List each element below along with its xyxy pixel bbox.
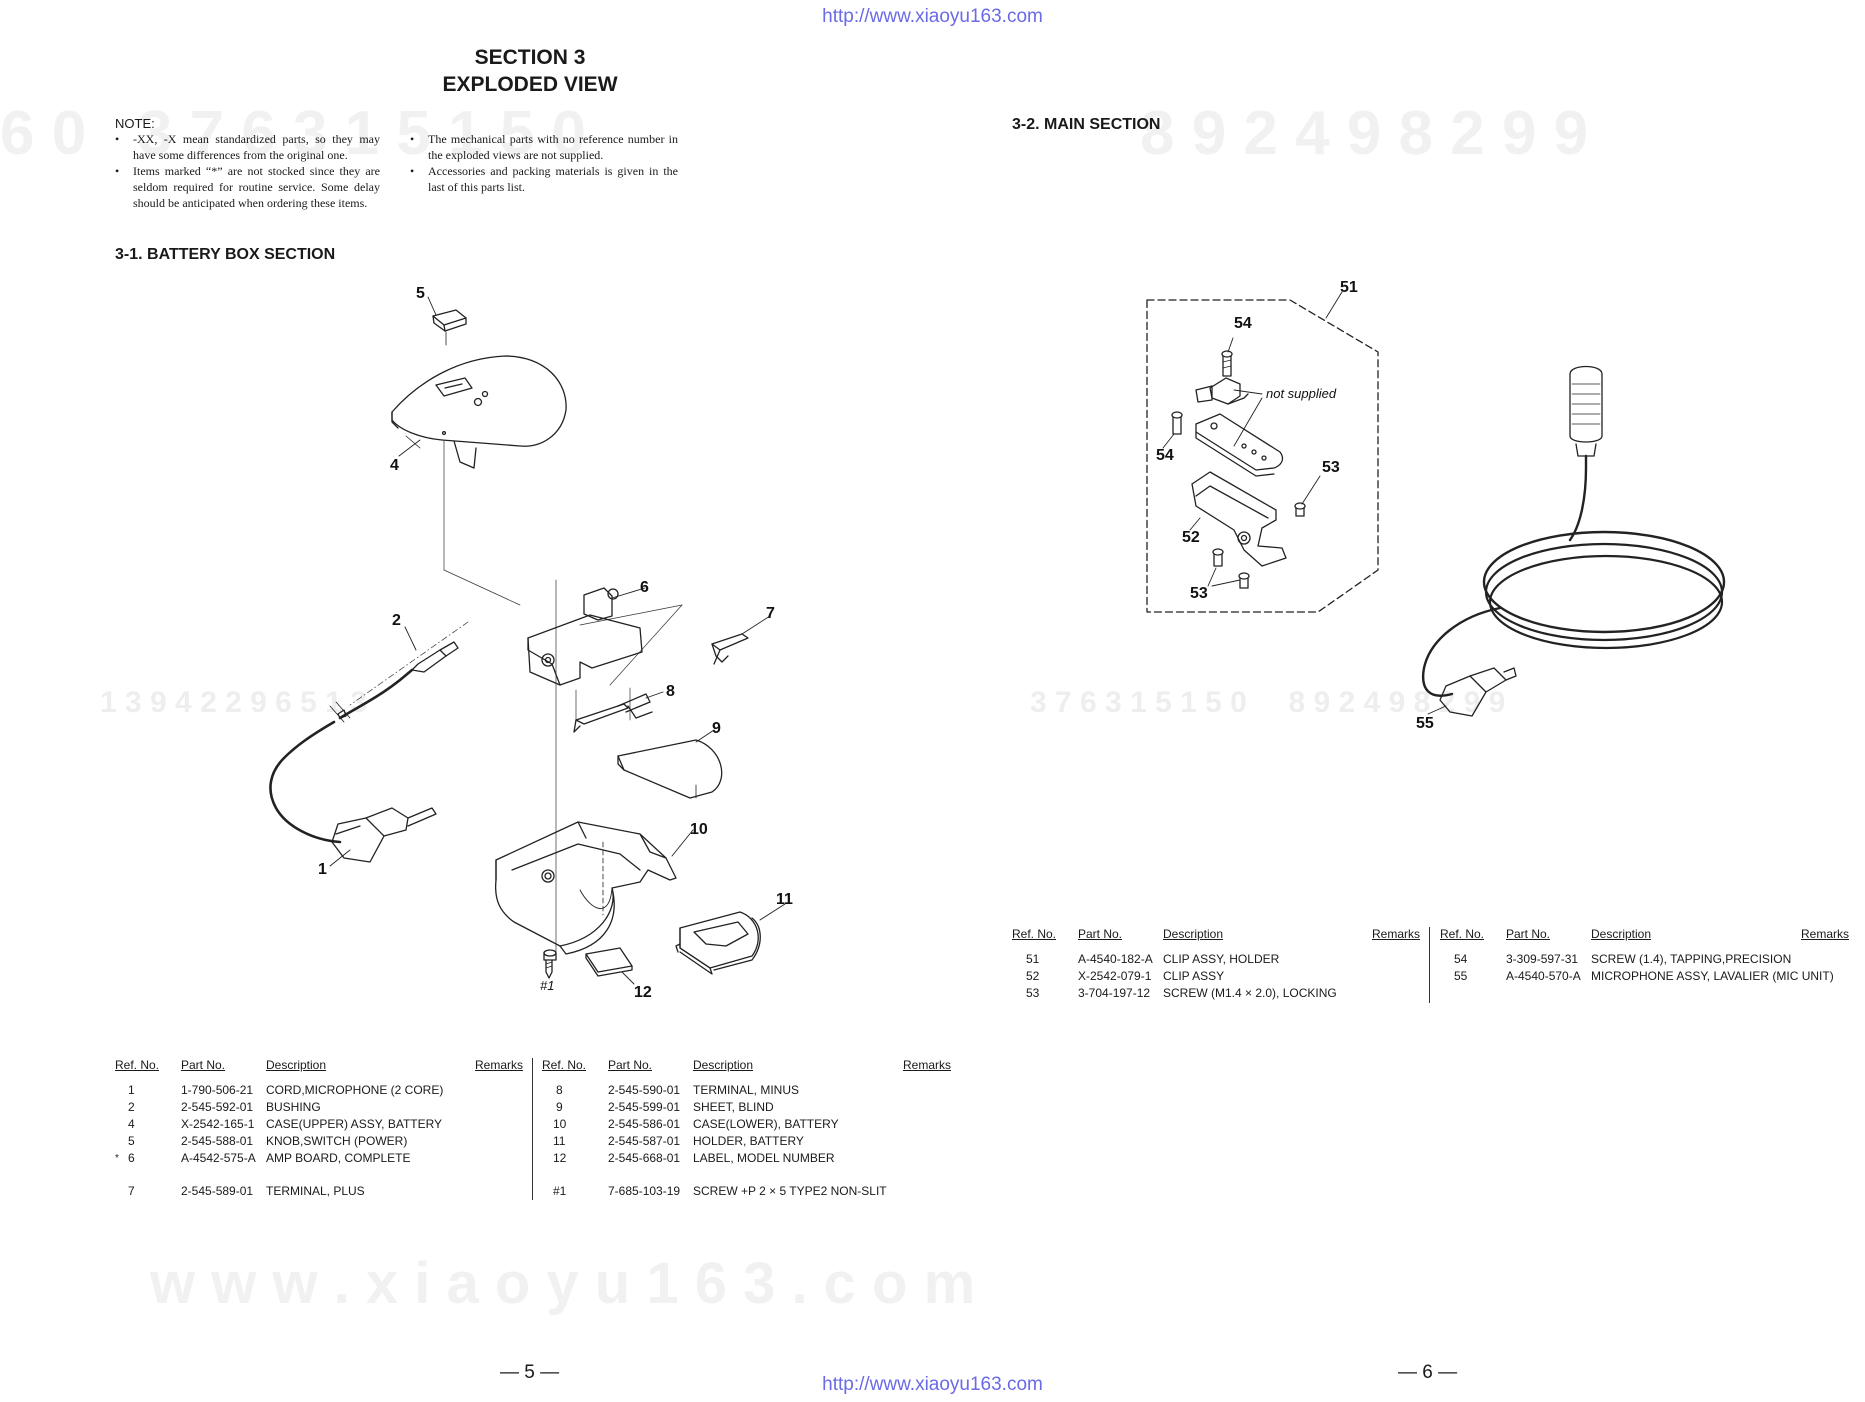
callout-12: 12 (634, 984, 652, 1001)
watermark-number-right: 8 9 2 4 9 8 2 9 9 (1140, 99, 1589, 168)
amp-board-drawing (527, 587, 643, 686)
note-item: The mechanical parts with no reference n… (410, 131, 678, 163)
note-column-1: -XX, -X mean standardized parts, so they… (115, 131, 380, 211)
lower-case-drawing (494, 821, 677, 955)
watermark-www: w w w . x i a o y u 1 6 3 . c o m (150, 1251, 976, 1316)
terminal-minus-drawing (573, 693, 653, 733)
callout-6: 6 (640, 579, 649, 596)
page-number-right: — 6 — (1398, 1362, 1458, 1383)
clip-assy-drawing (1191, 471, 1287, 567)
main-section-heading: 3-2. MAIN SECTION (1012, 116, 1161, 133)
battery-section-heading: 3-1. BATTERY BOX SECTION (115, 246, 336, 263)
watermark-mid-right: 3 7 6 3 1 5 1 5 0 8 9 2 4 9 8 2 9 9 (1030, 686, 1506, 719)
callout-2: 2 (392, 612, 401, 629)
callout-5: 5 (416, 285, 425, 302)
note-label: NOTE: (115, 116, 155, 131)
note-column-2: The mechanical parts with no reference n… (410, 131, 678, 195)
screw-53-drawings (1212, 502, 1306, 589)
callout-7: 7 (766, 605, 775, 622)
callout-54-left: 54 (1156, 447, 1174, 464)
knob-switch-drawing (432, 309, 467, 346)
holder-battery-drawing (675, 911, 761, 975)
note-item: Accessories and packing materials is giv… (410, 163, 678, 195)
callout-11: 11 (776, 891, 793, 908)
section-title-line2: EXPLODED VIEW (442, 73, 618, 96)
callout-53-right: 53 (1322, 459, 1340, 476)
callout-52: 52 (1182, 529, 1200, 546)
footer-url: http://www.xiaoyu163.com (822, 1374, 1043, 1395)
callout-53-bottom: 53 (1190, 585, 1208, 602)
screw-drawing (543, 949, 557, 979)
callout-54-top: 54 (1234, 315, 1252, 332)
callout-4: 4 (390, 457, 399, 474)
clip-assy-boundary (1146, 299, 1379, 613)
section-title-line1: SECTION 3 (474, 46, 586, 69)
screw-54-top-drawing (1221, 350, 1233, 377)
cord-microphone-drawing (269, 641, 459, 863)
sheet-blind-drawing (617, 739, 723, 799)
upper-case-drawing (391, 355, 567, 469)
callout-9: 9 (712, 720, 721, 737)
callout-8: 8 (666, 683, 675, 700)
terminal-plus-drawing (711, 633, 749, 665)
callout-screw-1: #1 (540, 978, 554, 993)
callout-10: 10 (690, 821, 708, 838)
note-item: -XX, -X mean standardized parts, so they… (115, 131, 380, 163)
screw-54-left-drawing (1171, 411, 1183, 435)
section-title: SECTION 3 EXPLODED VIEW (380, 44, 680, 98)
label-model-number-drawing (585, 947, 633, 977)
callout-55: 55 (1416, 715, 1434, 732)
callout-51: 51 (1340, 279, 1358, 296)
note-item: Items marked “*” are not stocked since t… (115, 163, 380, 211)
callout-1: 1 (318, 861, 327, 878)
not-supplied-label: not supplied (1266, 386, 1337, 401)
lavalier-microphone-drawing (1421, 365, 1726, 717)
page-number-left: — 5 — (500, 1362, 560, 1383)
watermark-mid-left: 1 3 9 4 2 2 9 6 5 1 3 (100, 686, 367, 719)
header-url: http://www.xiaoyu163.com (822, 6, 1043, 27)
clip-bracket-drawing (1195, 377, 1249, 405)
clip-plate-drawing (1195, 413, 1284, 477)
